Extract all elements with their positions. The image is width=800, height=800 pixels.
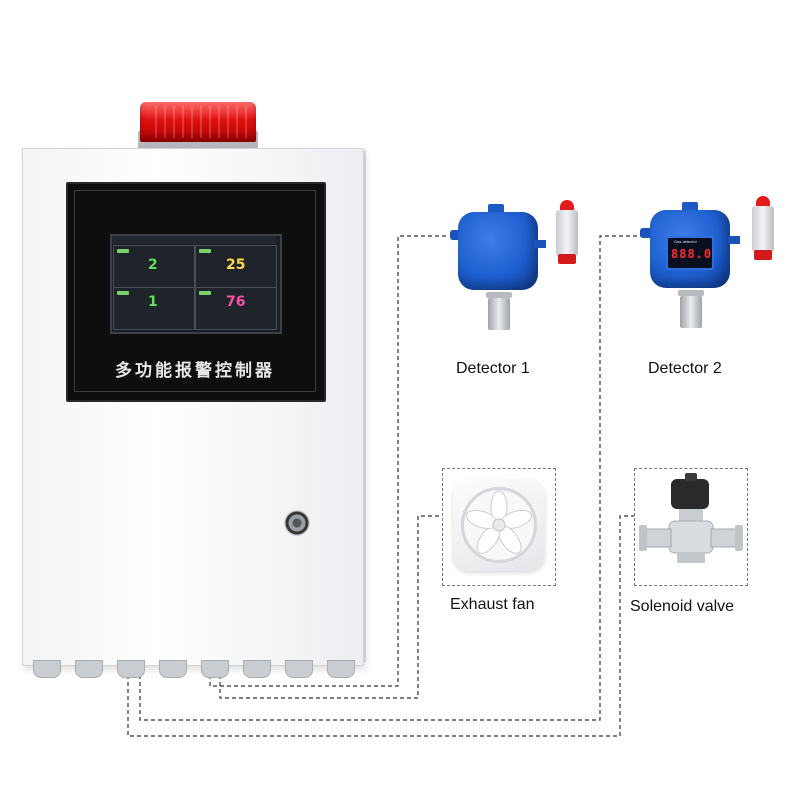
beacon-ribs: [148, 106, 248, 138]
front-panel-frame: [74, 190, 316, 392]
cable-glands: [26, 660, 362, 680]
lamp-red-lens: [558, 254, 576, 264]
cable-gland: [117, 660, 145, 678]
wire-exhaust-fan: [219, 515, 442, 699]
solenoid-valve-label: Solenoid valve: [630, 598, 735, 615]
cable-gland: [75, 660, 103, 678]
detector-cable-entry: [640, 228, 654, 238]
channel-cell-1[interactable]: 2: [113, 245, 195, 288]
sensor-ring: [486, 292, 512, 298]
display-digits: 888.0: [671, 247, 713, 261]
channel-value-4: 76: [226, 294, 246, 310]
red-alarm-beacon-icon: [140, 102, 256, 142]
lamp-body: [752, 206, 774, 252]
detector-top-lug: [488, 204, 504, 214]
fan-blades: [465, 490, 533, 554]
channel-tag: [117, 291, 129, 295]
channel-value-3: 1: [148, 294, 158, 310]
channel-tag: [199, 249, 211, 253]
gas-sensor-head: [680, 296, 702, 328]
channel-tag: [117, 249, 129, 253]
wire-solenoid-valve: [127, 515, 634, 737]
wire-detector-2: [139, 235, 642, 721]
exhaust-fan-box: [442, 468, 556, 586]
lamp-arm: [728, 236, 740, 244]
controller-title: 多功能报警控制器: [115, 361, 275, 381]
solenoid-valve-icon: [639, 473, 743, 563]
channel-tag: [199, 291, 211, 295]
channel-cell-3[interactable]: 1: [113, 287, 195, 330]
channel-cell-4[interactable]: 76: [195, 287, 277, 330]
detector-housing: [458, 212, 538, 290]
detector-display: Gas detector 888.0: [666, 236, 714, 270]
exhaust-fan-icon: [453, 479, 545, 571]
lamp-cap: [560, 200, 574, 212]
sensor-ring: [678, 290, 704, 296]
cable-gland: [243, 660, 271, 678]
wire-detector-1: [209, 235, 448, 687]
lamp-red-lens: [754, 250, 772, 260]
cable-gland: [285, 660, 313, 678]
solenoid-valve-box: [634, 468, 748, 586]
channel-cell-2[interactable]: 25: [195, 245, 277, 288]
display-caption: Gas detector: [674, 239, 697, 244]
channel-value-1: 2: [148, 257, 158, 273]
cable-gland: [159, 660, 187, 678]
detector-1: [446, 200, 596, 350]
lamp-cap: [756, 196, 770, 208]
lamp-body: [556, 210, 578, 256]
cable-gland: [33, 660, 61, 678]
channel-value-2: 25: [226, 257, 246, 273]
detector-2-label: Detector 2: [648, 360, 722, 377]
detector-2: Gas detector 888.0: [640, 196, 790, 346]
cable-gland: [327, 660, 355, 678]
detector-1-label: Detector 1: [456, 360, 530, 377]
screen-status-bar: [112, 236, 276, 244]
detector-cable-entry: [450, 230, 464, 240]
detector-top-lug: [682, 202, 698, 212]
exhaust-fan-label: Exhaust fan: [450, 596, 535, 613]
lamp-arm: [534, 240, 546, 248]
gas-sensor-head: [488, 298, 510, 330]
cabinet-lock-icon[interactable]: [284, 510, 310, 536]
cable-gland: [201, 660, 229, 678]
